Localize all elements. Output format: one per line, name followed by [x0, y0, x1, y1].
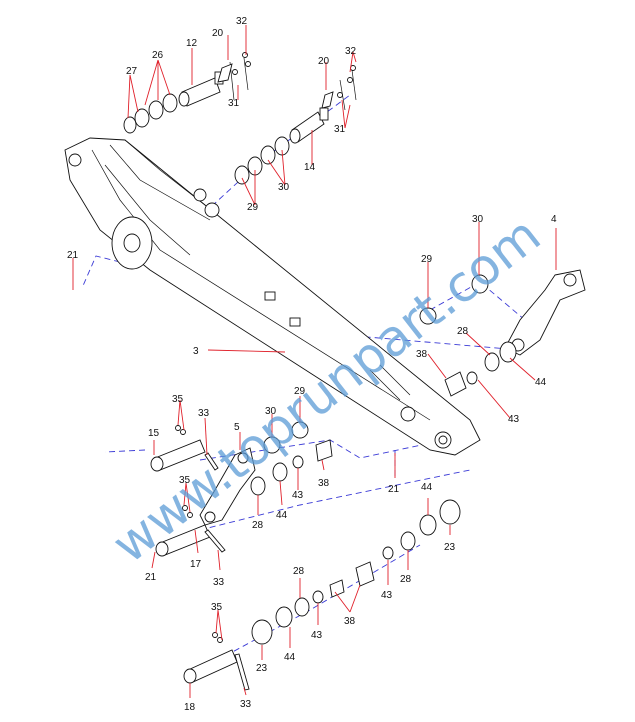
- callout-38: 38: [416, 349, 428, 360]
- leader-lines: [72, 25, 557, 698]
- callout-20: 20: [318, 56, 330, 67]
- callout-30: 30: [278, 182, 290, 193]
- callout-43: 43: [311, 630, 323, 641]
- callout-30: 30: [472, 214, 484, 225]
- callout-43: 43: [292, 490, 304, 501]
- callout-21: 21: [388, 484, 400, 495]
- callout-labels: 32 20 12 26 27 31 20 32 31 14 30 29 21 3…: [67, 16, 557, 713]
- callout-21: 21: [67, 250, 79, 261]
- callout-3: 3: [193, 346, 199, 357]
- callout-28: 28: [252, 520, 264, 531]
- callout-29: 29: [247, 202, 259, 213]
- callout-43: 43: [508, 414, 520, 425]
- washers-and-seals: [123, 93, 517, 645]
- callout-28: 28: [293, 566, 305, 577]
- callout-44: 44: [276, 510, 288, 521]
- callout-12: 12: [186, 38, 198, 49]
- callout-44: 44: [421, 482, 433, 493]
- callout-17: 17: [190, 559, 202, 570]
- callout-4: 4: [551, 214, 557, 225]
- link-part-5: [199, 447, 256, 526]
- callout-27: 27: [126, 66, 138, 77]
- callout-35: 35: [172, 394, 184, 405]
- callout-44: 44: [535, 377, 547, 388]
- callout-38: 38: [318, 478, 330, 489]
- callout-30: 30: [265, 406, 277, 417]
- callout-32: 32: [236, 16, 248, 27]
- callout-21: 21: [145, 572, 157, 583]
- callout-38: 38: [344, 616, 356, 627]
- callout-32: 32: [345, 46, 357, 57]
- callout-31: 31: [228, 98, 240, 109]
- callout-28: 28: [400, 574, 412, 585]
- callout-29: 29: [421, 254, 433, 265]
- callout-26: 26: [152, 50, 164, 61]
- callout-23: 23: [444, 542, 456, 553]
- link-part-4: [504, 269, 586, 356]
- boom-part-3: [64, 137, 481, 456]
- callout-18: 18: [184, 702, 196, 713]
- callout-28: 28: [457, 326, 469, 337]
- callout-33: 33: [213, 577, 225, 588]
- callout-35: 35: [179, 475, 191, 486]
- callout-33: 33: [198, 408, 210, 419]
- callout-33: 33: [240, 699, 252, 710]
- pins: [150, 52, 357, 691]
- callout-5: 5: [234, 422, 240, 433]
- callout-43: 43: [381, 590, 393, 601]
- callout-15: 15: [148, 428, 160, 439]
- callout-29: 29: [294, 386, 306, 397]
- callout-20: 20: [212, 28, 224, 39]
- callout-14: 14: [304, 162, 316, 173]
- callout-31: 31: [334, 124, 346, 135]
- callout-23: 23: [256, 663, 268, 674]
- callout-44: 44: [284, 652, 296, 663]
- callout-35: 35: [211, 602, 223, 613]
